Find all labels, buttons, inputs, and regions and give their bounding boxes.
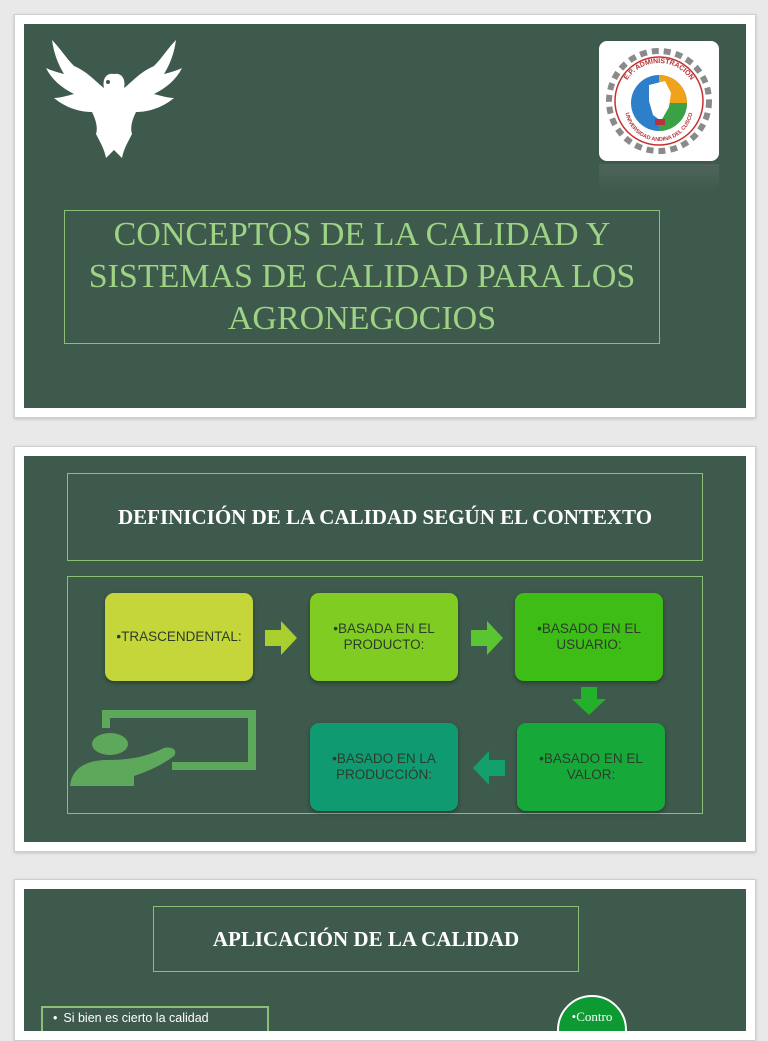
- definition-title-box: DEFINICIÓN DE LA CALIDAD SEGÚN EL CONTEX…: [67, 473, 703, 561]
- slide-3[interactable]: APLICACIÓN DE LA CALIDAD • Si bien es cie…: [14, 879, 756, 1041]
- slide-2-background: DEFINICIÓN DE LA CALIDAD SEGÚN EL CONTEX…: [24, 456, 746, 842]
- control-circle: •Contro: [557, 995, 627, 1031]
- flow-diagram: •TRASCENDENTAL: •BASADA EN EL PRODUCTO: …: [67, 576, 703, 814]
- node-trascendental: •TRASCENDENTAL:: [105, 593, 253, 681]
- bullet-icon: •: [53, 1011, 58, 1025]
- arrow-down-icon: [572, 687, 606, 715]
- presenter-icon: [70, 710, 256, 786]
- logo-emblem: E.P. ADMINISTRACIÓN UNIVERSIDAD ANDINA D…: [606, 48, 712, 154]
- university-logo: E.P. ADMINISTRACIÓN UNIVERSIDAD ANDINA D…: [599, 41, 719, 161]
- slide-2-title: DEFINICIÓN DE LA CALIDAD SEGÚN EL CONTEX…: [117, 504, 653, 529]
- slide-1-title: CONCEPTOS DE LA CALIDAD Y SISTEMAS DE CA…: [88, 216, 636, 337]
- logo-reflection: [599, 164, 719, 192]
- slide-1[interactable]: E.P. ADMINISTRACIÓN UNIVERSIDAD ANDINA D…: [14, 14, 756, 418]
- node-producto: •BASADA EN EL PRODUCTO:: [310, 593, 458, 681]
- arrow-right-icon: [265, 621, 297, 655]
- slide-2[interactable]: DEFINICIÓN DE LA CALIDAD SEGÚN EL CONTEX…: [14, 446, 756, 852]
- node-valor: •BASADO EN EL VALOR:: [517, 723, 665, 811]
- node-produccion: •BASADO EN LA PRODUCCIÓN:: [310, 723, 458, 811]
- arrow-right-icon: [471, 621, 503, 655]
- slide-1-background: E.P. ADMINISTRACIÓN UNIVERSIDAD ANDINA D…: [24, 24, 746, 408]
- bullet-text: Si bien es cierto la calidad: [63, 1011, 209, 1025]
- eagle-icon: [46, 40, 182, 158]
- bullet-text-box: • Si bien es cierto la calidad: [41, 1006, 269, 1031]
- application-title-box: APLICACIÓN DE LA CALIDAD: [153, 906, 579, 972]
- arrow-left-icon: [473, 751, 505, 785]
- title-box: CONCEPTOS DE LA CALIDAD Y SISTEMAS DE CA…: [64, 210, 660, 344]
- node-usuario: •BASADO EN EL USUARIO:: [515, 593, 663, 681]
- slide-3-title: APLICACIÓN DE LA CALIDAD: [212, 926, 520, 951]
- slide-3-background: APLICACIÓN DE LA CALIDAD • Si bien es cie…: [24, 889, 746, 1031]
- circle-text: •Contro: [571, 1009, 613, 1024]
